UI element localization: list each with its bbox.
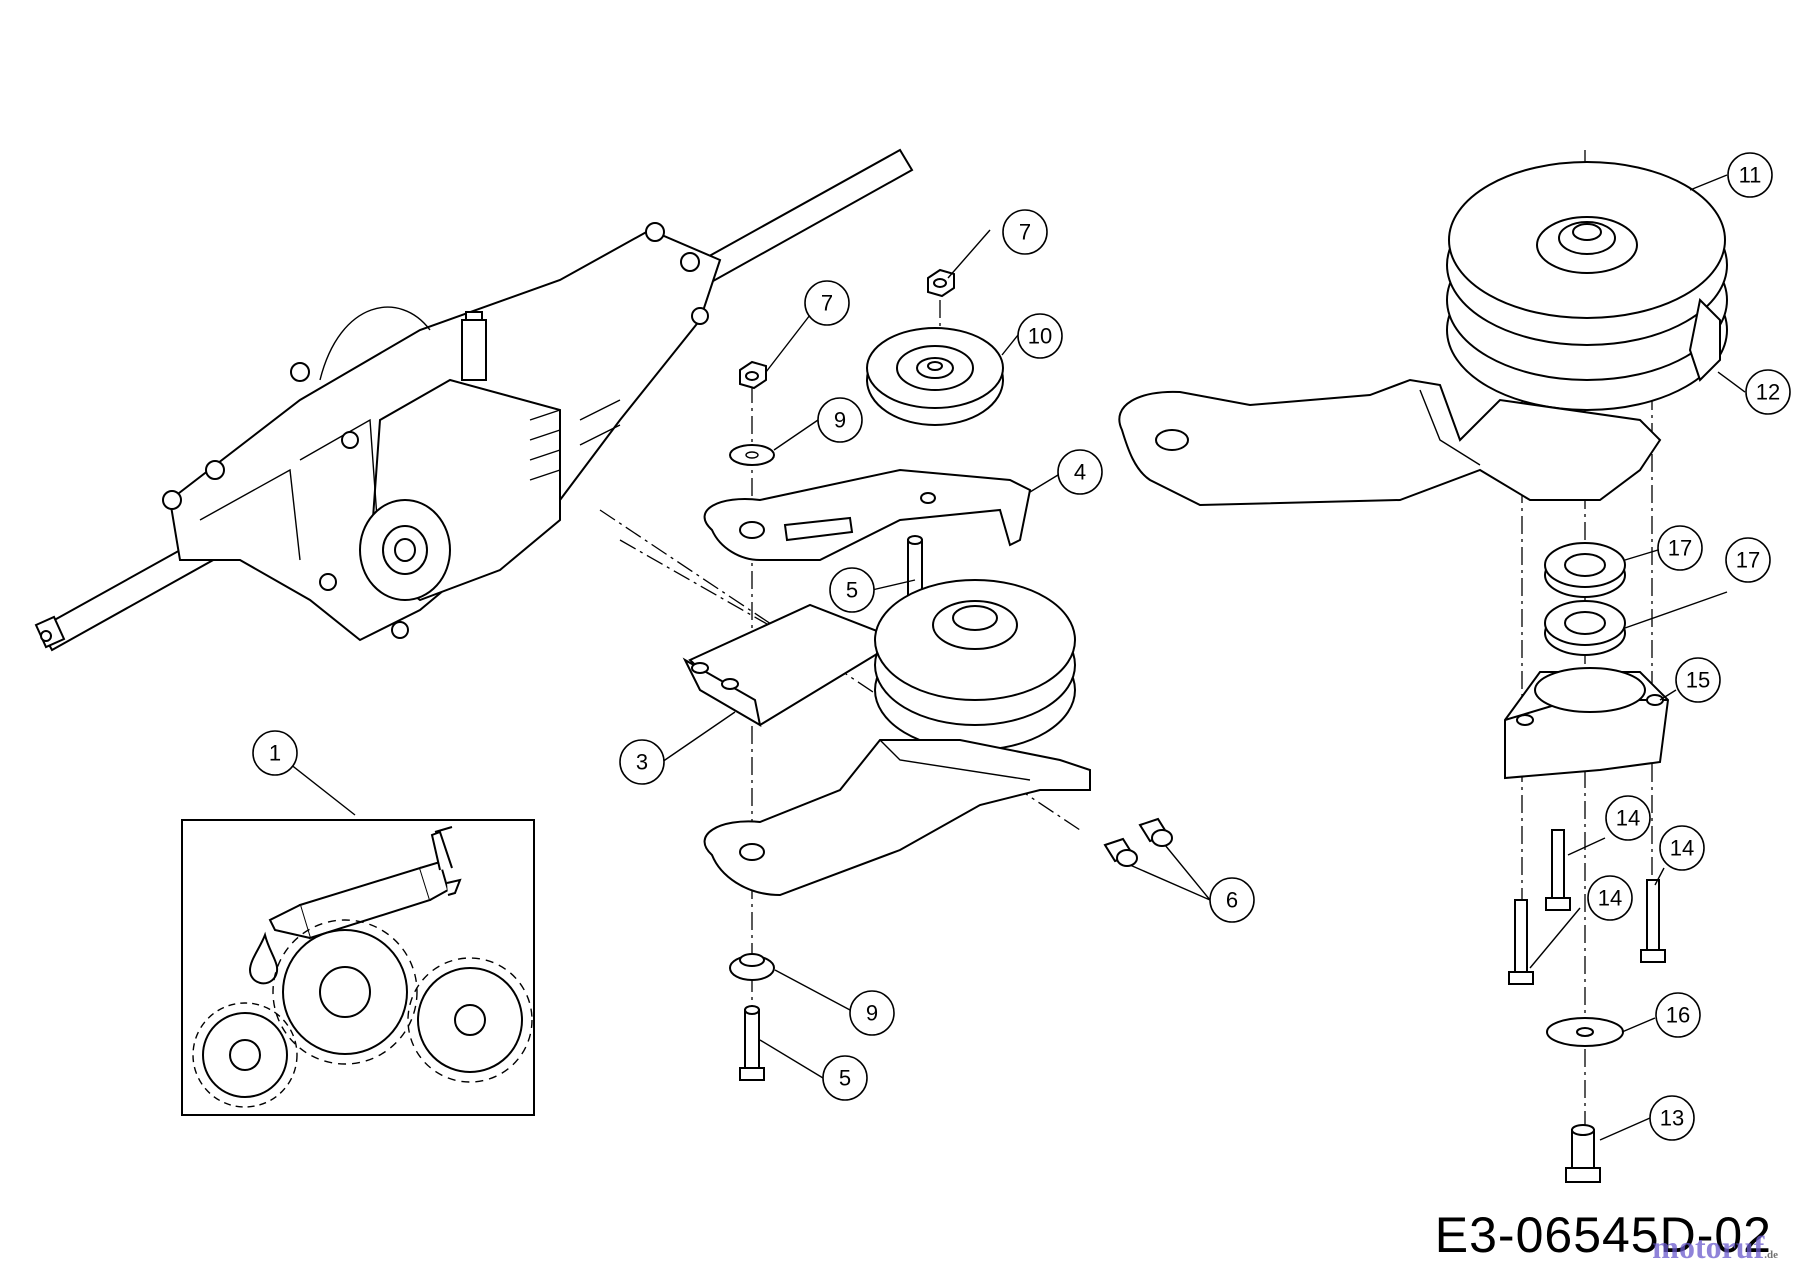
transaxle-assembly <box>34 148 914 652</box>
svg-text:15: 15 <box>1686 668 1710 693</box>
drive-pulley-11 <box>1446 161 1728 411</box>
callout-11: 11 <box>1727 152 1773 198</box>
idler-arm-12 <box>1118 297 1721 507</box>
callout-17-lower: 17 <box>1725 537 1771 583</box>
bearing-17-lower <box>1544 600 1626 656</box>
callout-4: 4 <box>1057 449 1103 495</box>
nut-7-right <box>927 268 955 298</box>
spacer-9-bottom <box>729 953 775 981</box>
callout-10: 10 <box>1017 313 1063 359</box>
bolt-13 <box>1565 1124 1601 1183</box>
bolt-14-c <box>1640 879 1666 963</box>
idler-pulley-10 <box>866 327 1004 426</box>
callout-6: 6 <box>1209 877 1255 923</box>
svg-text:16: 16 <box>1666 1003 1690 1028</box>
callout-14-c: 14 <box>1659 825 1705 871</box>
svg-text:11: 11 <box>1739 163 1762 188</box>
callout-7-right: 7 <box>1002 209 1048 255</box>
svg-text:13: 13 <box>1660 1106 1684 1131</box>
callout-5-upper: 5 <box>829 567 875 613</box>
callout-14-a: 14 <box>1605 795 1651 841</box>
nut-7-left <box>739 360 767 390</box>
svg-text:10: 10 <box>1028 324 1052 349</box>
watermark-logo: motoruf.de <box>1652 1229 1778 1265</box>
svg-text:5: 5 <box>846 578 858 603</box>
bearing-housing-15 <box>1504 667 1670 780</box>
svg-text:1: 1 <box>269 741 281 766</box>
callout-5-lower: 5 <box>822 1055 868 1101</box>
svg-text:14: 14 <box>1598 886 1622 911</box>
svg-text:14: 14 <box>1670 836 1694 861</box>
idler-arm-lower <box>703 739 1091 897</box>
svg-text:12: 12 <box>1756 380 1780 405</box>
mounting-plate-3 <box>682 603 903 727</box>
drawing-code: E3-06545D-02 <box>1434 1207 1772 1263</box>
service-kit-box-1 <box>181 819 535 1116</box>
bearing-17-upper <box>1544 542 1626 598</box>
callout-12: 12 <box>1745 369 1791 415</box>
svg-text:4: 4 <box>1074 460 1086 485</box>
bolt-14-a <box>1545 829 1571 911</box>
callout-13: 13 <box>1649 1095 1695 1141</box>
svg-text:7: 7 <box>821 291 833 316</box>
idler-arm-bracket-4 <box>703 468 1032 561</box>
bolt-14-b <box>1508 899 1534 985</box>
svg-text:7: 7 <box>1019 220 1031 245</box>
svg-text:5: 5 <box>839 1066 851 1091</box>
callout-7-left: 7 <box>804 280 850 326</box>
callout-15: 15 <box>1675 657 1721 703</box>
callout-9-top: 9 <box>817 397 863 443</box>
idler-pulley-center <box>874 579 1076 751</box>
callout-3: 3 <box>619 739 665 785</box>
callout-9-bottom: 9 <box>849 990 895 1036</box>
callout-14-b: 14 <box>1587 875 1633 921</box>
callout-16: 16 <box>1655 992 1701 1038</box>
callout-1: 1 <box>252 730 298 776</box>
svg-text:17: 17 <box>1668 536 1692 561</box>
svg-text:6: 6 <box>1226 888 1238 913</box>
washer-16 <box>1546 1017 1624 1047</box>
callout-17-upper: 17 <box>1657 525 1703 571</box>
bolts-6 <box>1103 817 1173 867</box>
svg-text:3: 3 <box>636 750 648 775</box>
svg-text:14: 14 <box>1616 806 1640 831</box>
svg-text:17: 17 <box>1736 548 1760 573</box>
svg-text:9: 9 <box>834 408 846 433</box>
washer-9-top <box>729 444 775 466</box>
bolt-5-lower <box>739 1005 765 1081</box>
svg-text:9: 9 <box>866 1001 878 1026</box>
